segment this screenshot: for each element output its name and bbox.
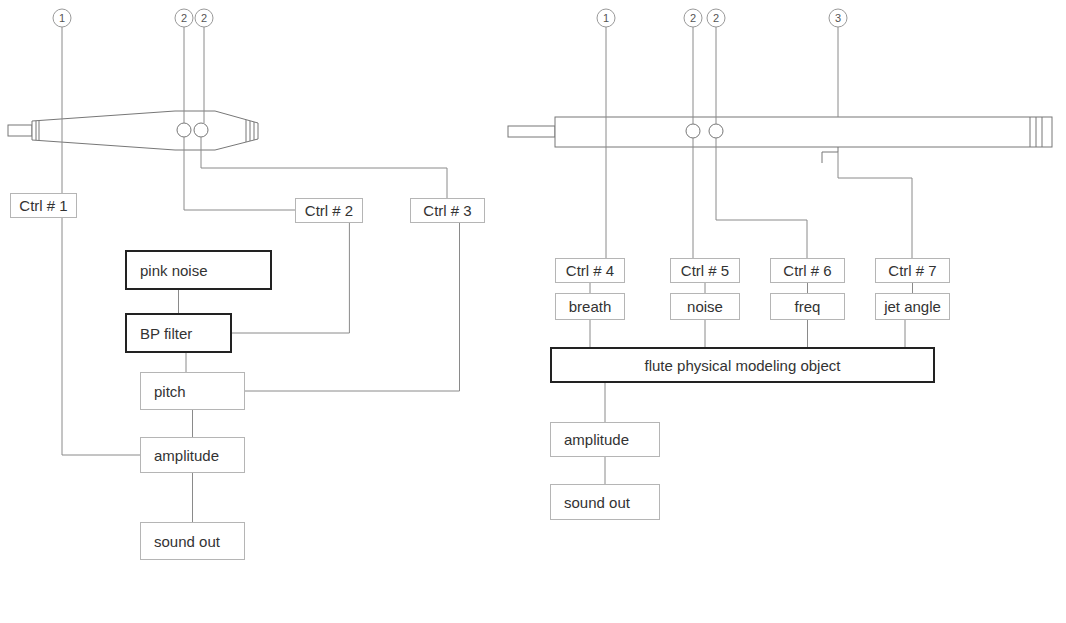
node-label: Ctrl # 1: [19, 197, 67, 214]
process-box: BP filter: [125, 313, 232, 353]
control-box: breath: [555, 293, 625, 320]
control-box: Ctrl # 4: [555, 258, 625, 283]
signal-line: [178, 290, 179, 313]
signal-line: [705, 283, 706, 293]
signal-line: [605, 457, 606, 484]
node-label: flute physical modeling object: [645, 357, 841, 374]
node-label: sound out: [564, 494, 630, 511]
node-label: Ctrl # 6: [783, 262, 831, 279]
node-label: Ctrl # 7: [888, 262, 936, 279]
callout-number: 2: [707, 9, 725, 27]
process-box: flute physical modeling object: [550, 347, 935, 383]
signal-line: [705, 320, 706, 347]
signal-line: [192, 473, 193, 522]
signal-line: [905, 320, 906, 347]
signal-line: [245, 223, 460, 391]
node-label: noise: [687, 298, 723, 315]
callout-number: 2: [684, 9, 702, 27]
callout-number: 1: [597, 9, 615, 27]
control-box: jet angle: [875, 293, 950, 320]
control-box: Ctrl # 3: [410, 198, 485, 223]
callout-number: 3: [829, 9, 847, 27]
callout-number: 2: [195, 9, 213, 27]
node-label: pink noise: [140, 262, 208, 279]
signal-line: [605, 383, 606, 422]
control-box: amplitude: [140, 437, 245, 473]
control-box: amplitude: [550, 422, 660, 457]
control-box: Ctrl # 2: [295, 198, 363, 223]
control-box: sound out: [550, 484, 660, 520]
node-label: breath: [569, 298, 612, 315]
control-box: pitch: [140, 372, 245, 410]
node-label: pitch: [154, 383, 186, 400]
node-label: sound out: [154, 533, 220, 550]
node-label: BP filter: [140, 325, 192, 342]
control-box: Ctrl # 7: [875, 258, 950, 283]
signal-line: [590, 283, 591, 293]
signal-line: [807, 283, 808, 293]
signal-line: [192, 410, 193, 437]
signal-line: [590, 320, 591, 347]
signal-line: [186, 353, 187, 372]
node-label: amplitude: [154, 447, 219, 464]
node-label: Ctrl # 5: [681, 262, 729, 279]
node-label: amplitude: [564, 431, 629, 448]
signal-line: [807, 320, 808, 347]
node-label: freq: [795, 298, 821, 315]
node-label: jet angle: [884, 298, 941, 315]
control-box: Ctrl # 5: [670, 258, 740, 283]
control-box: sound out: [140, 522, 245, 560]
node-label: Ctrl # 3: [423, 202, 471, 219]
signal-line: [912, 283, 913, 293]
control-box: freq: [770, 293, 845, 320]
control-box: Ctrl # 6: [770, 258, 845, 283]
process-box: pink noise: [125, 250, 272, 290]
callout-number: 2: [175, 9, 193, 27]
control-box: Ctrl # 1: [10, 193, 77, 218]
callout-number: 1: [53, 9, 71, 27]
node-label: Ctrl # 2: [305, 202, 353, 219]
control-box: noise: [670, 293, 740, 320]
node-label: Ctrl # 4: [566, 262, 614, 279]
